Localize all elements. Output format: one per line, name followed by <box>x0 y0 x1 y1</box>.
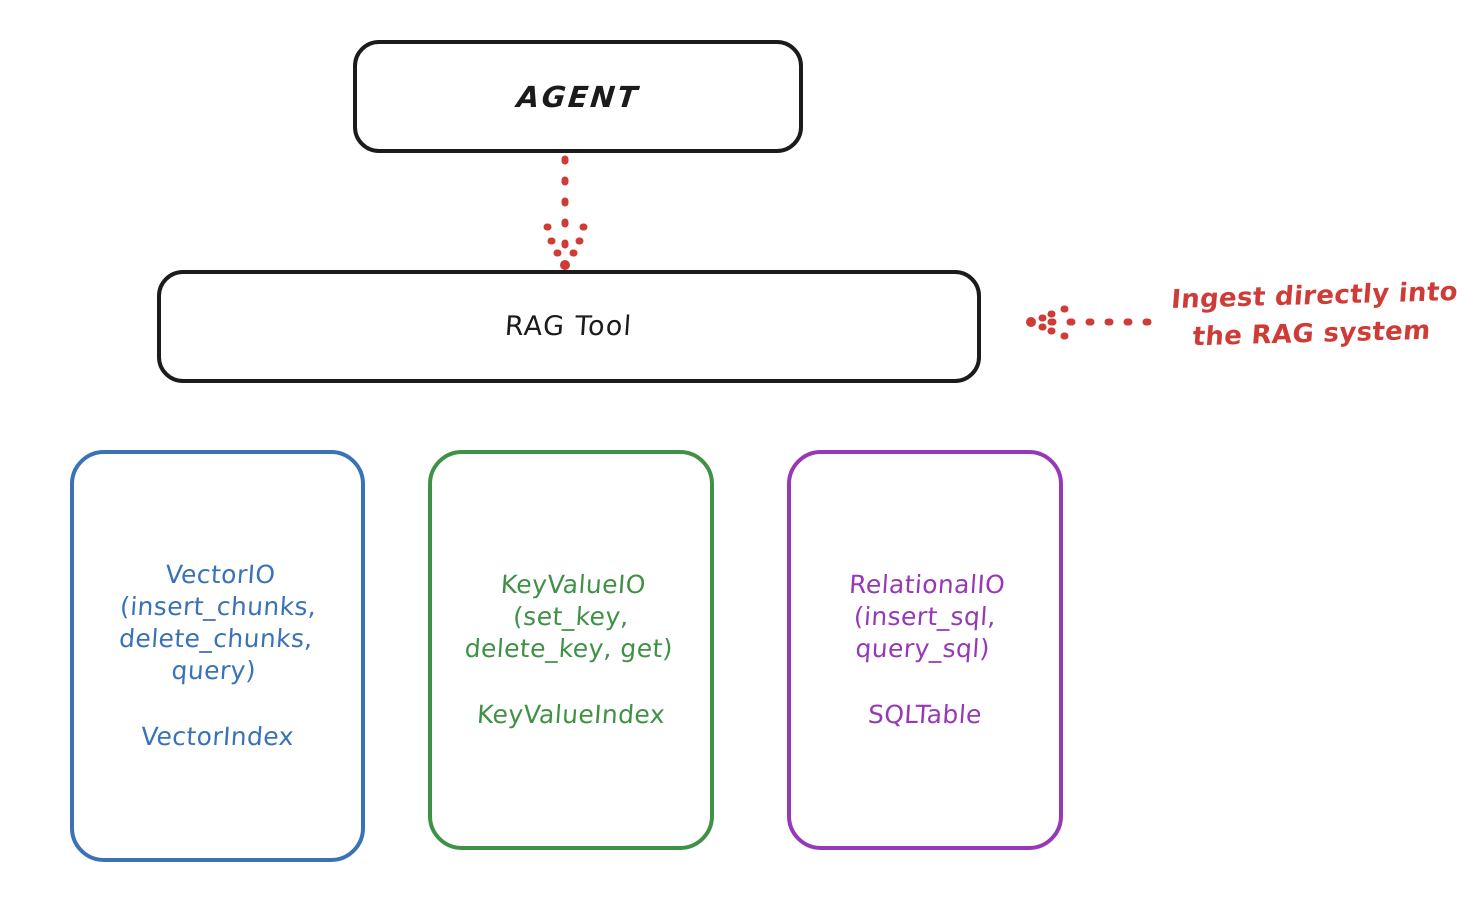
annotation-ingest-label: Ingest directly into the RAG system <box>1170 277 1459 352</box>
connector-agent-to-rag-tool <box>543 155 588 270</box>
node-relational-io-api: RelationalIO (insert_sql, query_sql) <box>848 570 1007 663</box>
node-relational-io[interactable]: RelationalIO (insert_sql, query_sql) SQL… <box>787 450 1063 850</box>
node-rag-tool[interactable]: RAG Tool <box>157 270 981 383</box>
node-key-value-io[interactable]: KeyValueIO (set_key, delete_key, get) Ke… <box>428 450 714 850</box>
node-vector-io-api: VectorIO (insert_chunks, delete_chunks, … <box>118 560 318 685</box>
connector-ingest-to-rag-tool <box>1026 305 1152 340</box>
node-agent-label: AGENT <box>514 79 642 114</box>
node-key-value-io-api: KeyValueIO (set_key, delete_key, get) <box>463 570 674 663</box>
node-rag-tool-label: RAG Tool <box>504 311 634 342</box>
node-agent[interactable]: AGENT <box>353 40 803 153</box>
node-relational-io-index: SQLTable <box>867 700 983 729</box>
node-key-value-io-index: KeyValueIndex <box>476 700 667 729</box>
node-vector-io[interactable]: VectorIO (insert_chunks, delete_chunks, … <box>70 450 365 862</box>
node-vector-io-index: VectorIndex <box>140 722 295 751</box>
